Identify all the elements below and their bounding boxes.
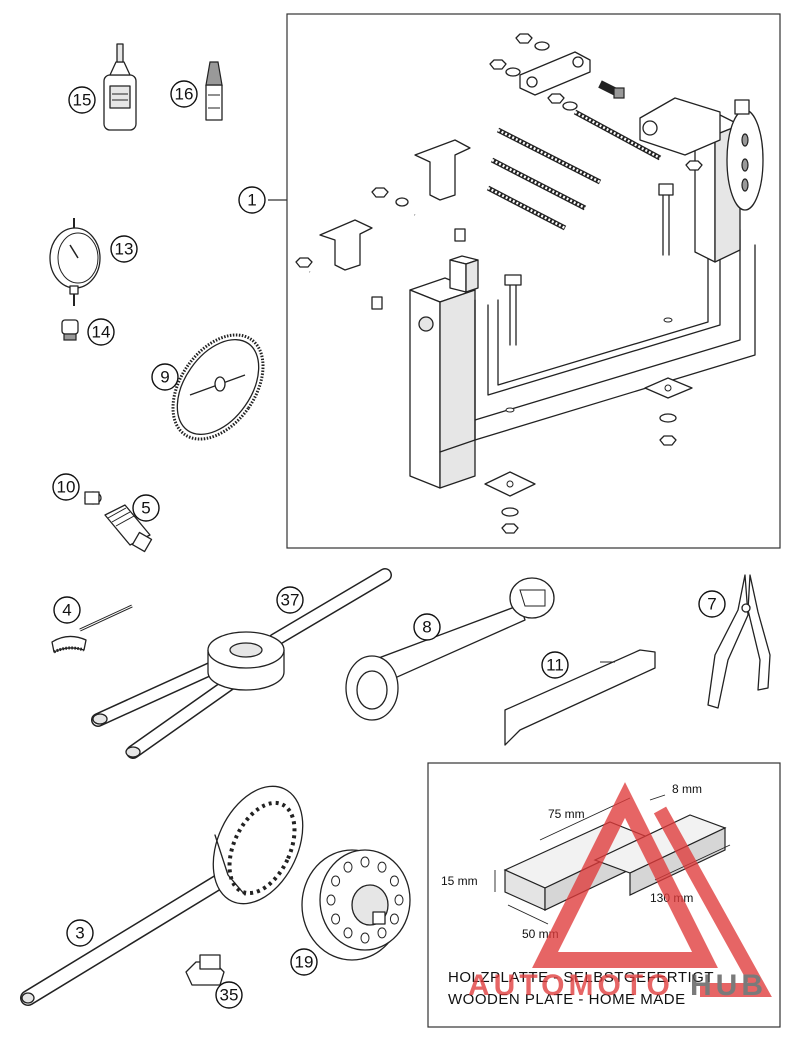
rotor-hole xyxy=(343,861,353,873)
feeler-gauge xyxy=(504,649,656,746)
socket-adapter xyxy=(185,954,225,986)
ratchet-tool xyxy=(51,604,133,654)
gauge-adapter xyxy=(61,319,79,341)
rotor-hole xyxy=(394,894,404,906)
callout-4-label: 4 xyxy=(62,601,71,620)
rotor-hole xyxy=(331,913,341,925)
callout-14: 14 xyxy=(87,318,115,346)
rotor-hole xyxy=(331,875,341,887)
rotor-hole xyxy=(377,927,387,939)
rotor-hole xyxy=(360,856,370,868)
callout-13: 13 xyxy=(110,235,138,263)
watermark-text-left: AUTOMOTO xyxy=(468,969,674,1002)
sealant-tube xyxy=(205,61,223,121)
rotor-hole xyxy=(343,927,353,939)
engine-stand-panel: 1 xyxy=(238,13,781,549)
callout-4: 4 xyxy=(53,596,81,624)
callout-37: 37 xyxy=(276,586,304,614)
dimension-height: 15 mm xyxy=(441,874,478,888)
callout-10-label: 10 xyxy=(57,478,76,497)
thread-locker-bottle xyxy=(103,43,137,131)
callout-8-label: 8 xyxy=(422,618,431,637)
callout-37-label: 37 xyxy=(281,591,300,610)
callout-11: 11 xyxy=(541,651,569,679)
callout-3-label: 3 xyxy=(75,924,84,943)
callout-14-label: 14 xyxy=(92,323,111,342)
callout-3: 3 xyxy=(66,919,94,947)
callout-16-label: 16 xyxy=(175,85,194,104)
callout-5-label: 5 xyxy=(141,499,150,518)
pin-wrench xyxy=(345,577,555,721)
callout-1-label: 1 xyxy=(247,191,256,210)
spacer-sleeve xyxy=(84,491,102,505)
callout-10: 10 xyxy=(52,473,80,501)
callout-1: 1 xyxy=(238,186,266,214)
dimension-thickness: 8 mm xyxy=(672,782,702,796)
watermark-logo: AUTOMOTO HUB xyxy=(468,782,772,1002)
degree-wheel xyxy=(171,333,265,441)
callout-5: 5 xyxy=(132,494,160,522)
engine-stand-illustration xyxy=(295,33,764,534)
callout-35: 35 xyxy=(215,981,243,1009)
callout-15-label: 15 xyxy=(73,91,92,110)
wooden-plate-frame xyxy=(427,762,781,1028)
rotor-holder xyxy=(301,849,411,961)
callout-19-label: 19 xyxy=(295,953,314,972)
callout-7-label: 7 xyxy=(707,595,716,614)
callout-35-label: 35 xyxy=(220,986,239,1005)
caption-english: WOODEN PLATE - HOME MADE xyxy=(448,991,686,1008)
callout-11-label: 11 xyxy=(546,656,564,675)
callout-7: 7 xyxy=(698,590,726,618)
engine-stand-frame xyxy=(286,13,781,549)
rotor-hole xyxy=(389,913,399,925)
caption-german: HOLZPLATTE - SELBSTGEFERTIGT xyxy=(448,969,714,986)
rotor-hole xyxy=(377,861,387,873)
rotor-hole xyxy=(360,932,370,944)
rotor-hole xyxy=(389,875,399,887)
rotor-holder-holes xyxy=(326,856,404,944)
dial-gauge xyxy=(49,218,101,306)
clutch-holder xyxy=(20,785,304,1006)
callout-8: 8 xyxy=(413,613,441,641)
flywheel-puller xyxy=(104,504,153,553)
callout-9: 9 xyxy=(151,363,179,391)
callout-15: 15 xyxy=(68,86,96,114)
callout-16: 16 xyxy=(170,80,198,108)
dimension-length: 75 mm xyxy=(548,807,585,821)
circlip-pliers xyxy=(707,574,771,709)
callout-19: 19 xyxy=(290,948,318,976)
callout-9-label: 9 xyxy=(160,368,169,387)
rotor-hole xyxy=(326,894,336,906)
callout-13-label: 13 xyxy=(115,240,134,259)
holding-tool xyxy=(91,568,392,759)
watermark-text-right: HUB xyxy=(690,969,767,1002)
